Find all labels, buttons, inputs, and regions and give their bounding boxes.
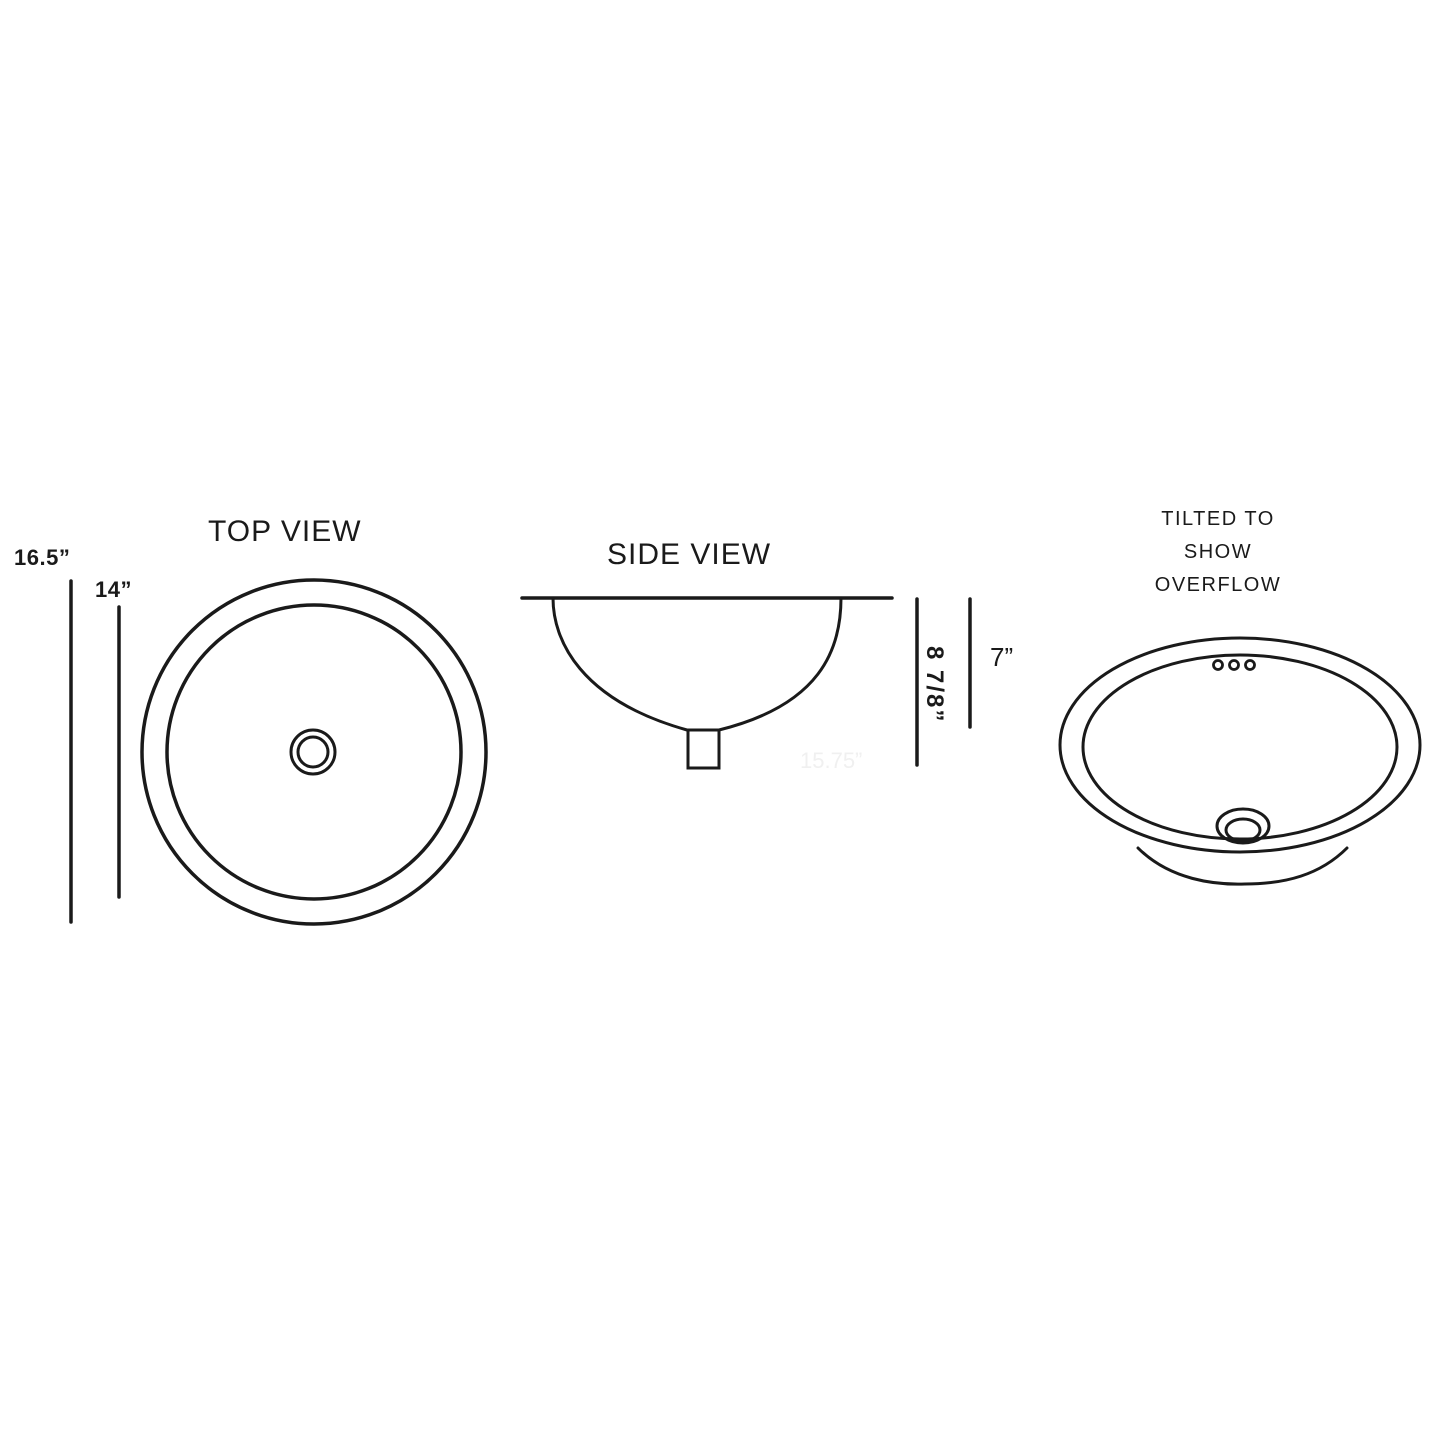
tilted-view-title: TILTED TO SHOW OVERFLOW: [1118, 503, 1318, 602]
inner-diameter-label: 14”: [95, 577, 132, 602]
tilted-title-line-1: TILTED TO: [1161, 508, 1275, 530]
tilted-bowl-underside: [1136, 846, 1349, 886]
top-view-title: TOP VIEW: [208, 515, 362, 548]
faint-watermark-text: 15.75”: [800, 748, 863, 773]
tilted-outer-rim: [1058, 636, 1422, 854]
sink-inner-bowl: [165, 603, 463, 901]
drain-inner-ring-icon: [296, 735, 330, 769]
overall-height-label: 8 7/8”: [921, 646, 948, 724]
tilted-view-drawing: [1058, 636, 1422, 886]
top-view-drawing: [69, 578, 488, 926]
drain-tailpiece: [686, 728, 721, 770]
side-view-drawing: [520, 596, 972, 770]
tilted-inner-bowl: [1081, 653, 1399, 841]
tilted-drain-inner-icon: [1224, 817, 1262, 843]
overflow-hole-icon: [1244, 659, 1256, 671]
tilted-title-line-3: OVERFLOW: [1154, 574, 1282, 596]
side-view-title: SIDE VIEW: [607, 538, 772, 571]
bowl-profile: [551, 596, 843, 732]
tilted-drain-outer-icon: [1215, 807, 1271, 845]
overflow-hole-icon: [1212, 659, 1224, 671]
drain-outer-ring-icon: [289, 728, 337, 776]
tilted-title-line-2: SHOW: [1183, 541, 1253, 563]
overflow-hole-icon: [1228, 659, 1240, 671]
sink-outer-rim: [140, 578, 488, 926]
bowl-depth-label: 7”: [990, 642, 1014, 672]
outer-diameter-label: 16.5”: [14, 545, 71, 570]
